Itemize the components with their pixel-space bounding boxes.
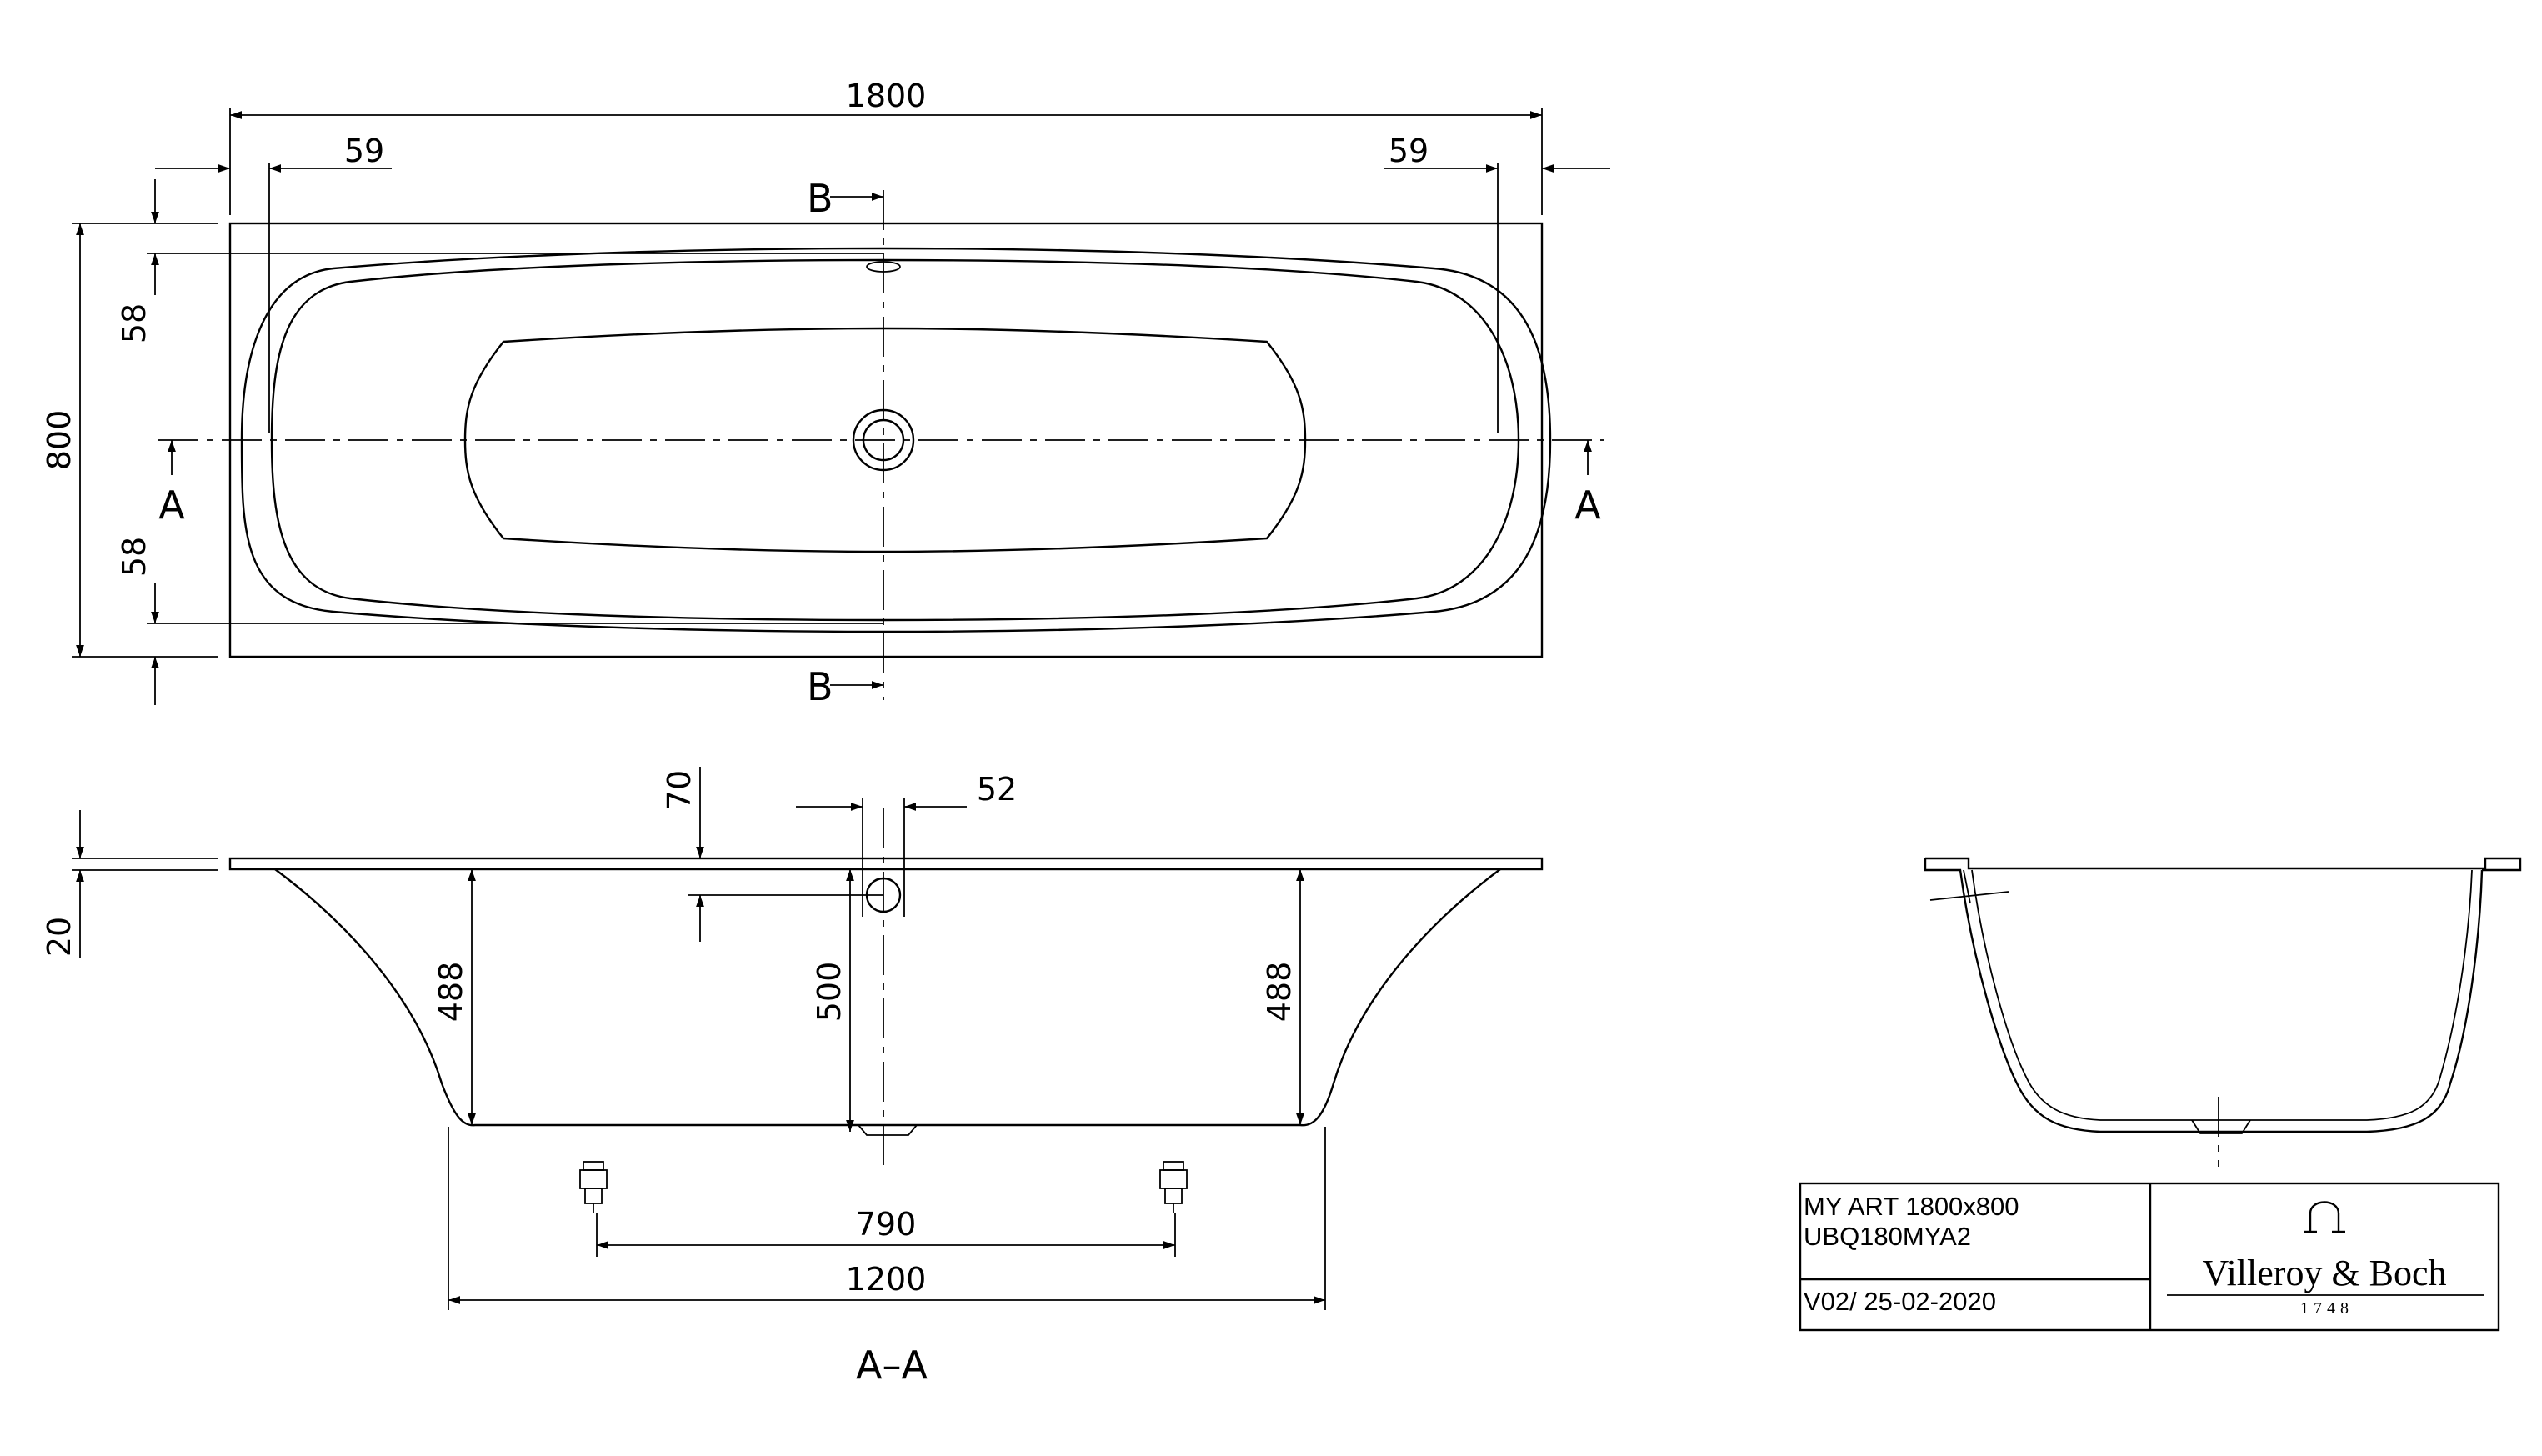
dim-text-800: 800	[41, 410, 78, 471]
dim-text-59-right: 59	[1389, 133, 1429, 169]
section-drain	[858, 1124, 918, 1136]
dim-text-790: 790	[856, 1206, 917, 1243]
dim-text-58-top: 58	[116, 303, 153, 343]
section-bb-rim	[1925, 857, 2522, 872]
dim-text-1800: 1800	[846, 78, 927, 114]
section-label-aa: A–A	[856, 1343, 928, 1388]
product-code: UBQ180MYA2	[1804, 1222, 1971, 1251]
top-view: 1800 59 59 800 58 58 B B A	[41, 78, 1610, 709]
section-marker-a-right: A	[1574, 483, 1601, 528]
dim-text-58-bottom: 58	[116, 537, 153, 577]
basin-outer-contour	[240, 247, 1552, 633]
section-rim	[228, 857, 1544, 871]
section-bb-outer	[1924, 858, 2484, 1133]
version-date: V02/ 25-02-2020	[1804, 1287, 1996, 1316]
dim-text-59-left: 59	[344, 133, 384, 169]
product-name: MY ART 1800x800	[1804, 1192, 2019, 1221]
dim-text-52: 52	[977, 771, 1017, 808]
section-bb-inner	[1971, 869, 2473, 1121]
brand-wordmark: Villeroy & Boch	[2202, 1253, 2446, 1293]
dim-text-488-left: 488	[433, 962, 469, 1023]
brand-faucet-logo	[2304, 1201, 2345, 1233]
section-bb-view	[1924, 857, 2522, 1167]
dim-text-70: 70	[661, 770, 698, 810]
section-tub-profile	[274, 868, 1501, 1127]
section-marker-b-bottom: B	[807, 664, 833, 709]
dim-text-488-right: 488	[1261, 962, 1298, 1023]
dim-text-1200: 1200	[846, 1261, 927, 1298]
section-marker-b-top: B	[807, 176, 833, 221]
foot-right	[1159, 1161, 1188, 1213]
basin-floor-contour	[463, 327, 1307, 553]
section-marker-a-left: A	[158, 483, 185, 528]
title-block: MY ART 1800x800 UBQ180MYA2 V02/ 25-02-20…	[1799, 1182, 2500, 1332]
dim-text-20: 20	[41, 917, 78, 957]
dim-text-500: 500	[811, 962, 848, 1023]
section-bb-drain	[2191, 1119, 2251, 1134]
foot-left	[579, 1161, 608, 1213]
section-aa-view: 52 70 20 488 500 488	[41, 767, 1544, 1388]
brand-since: 1748	[2300, 1299, 2354, 1318]
